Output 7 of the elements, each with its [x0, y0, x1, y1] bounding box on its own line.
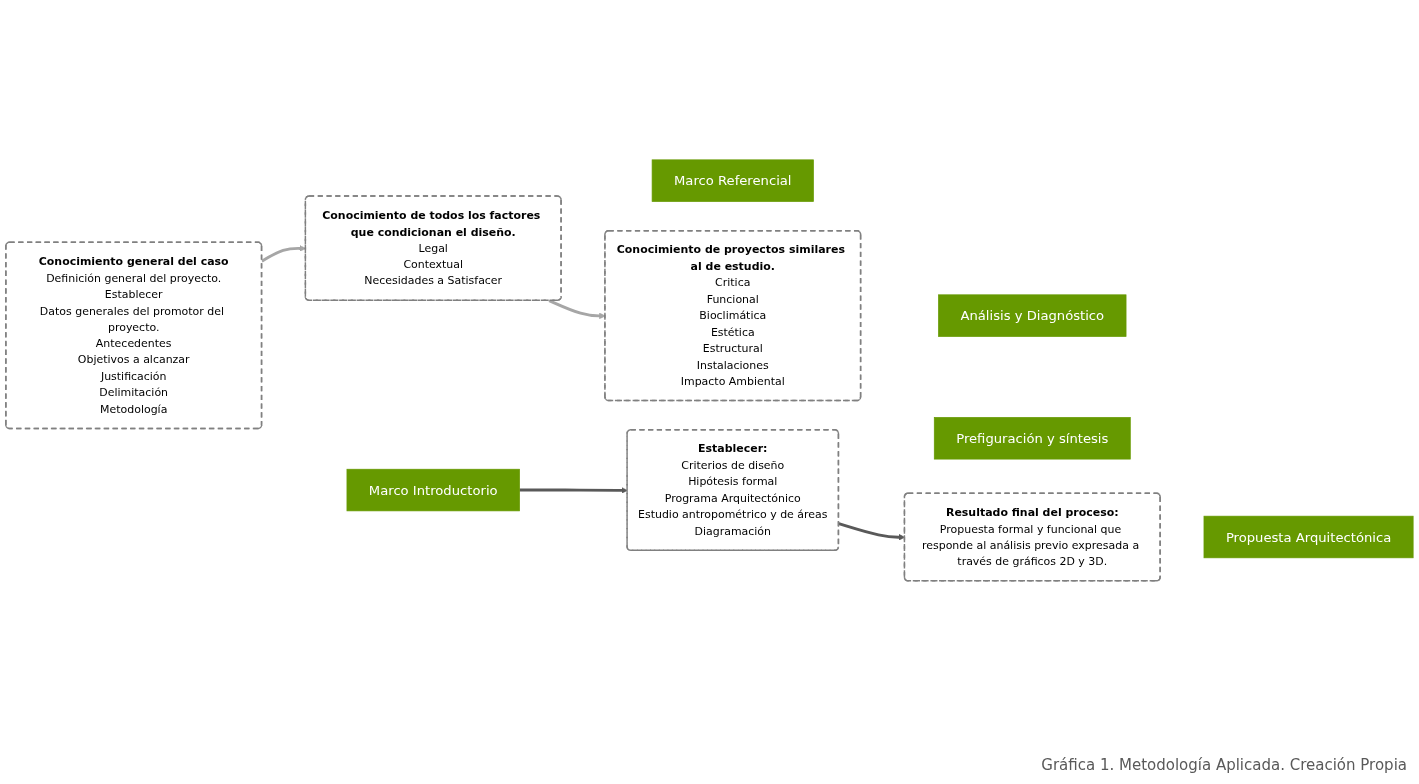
- node-box: Prefiguración y síntesis: [933, 416, 1131, 460]
- figure-caption: Gráfica 1. Metodología Aplicada. Creación Propia: [1041, 756, 1407, 774]
- node-box: Marco Referencial: [651, 159, 814, 202]
- node-box: Análisis y Diagnóstico: [938, 294, 1127, 337]
- node-box: Marco Introductorio: [346, 468, 520, 511]
- node-box: Propuesta Arquitectónica: [1203, 515, 1414, 558]
- arrow: [519, 486, 628, 494]
